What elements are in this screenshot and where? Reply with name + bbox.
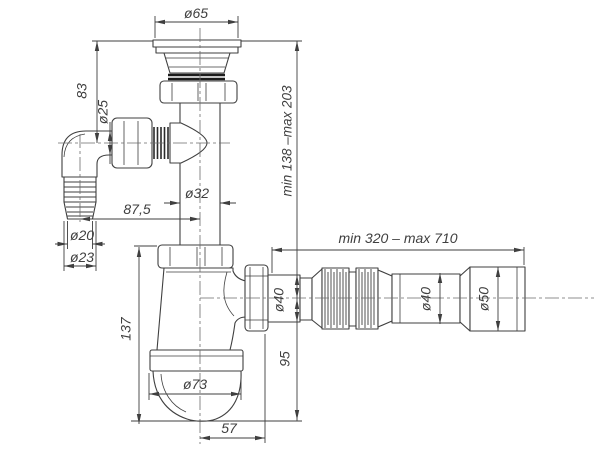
dim-label-dia25: ø25 [95,100,111,124]
dimension-lines [55,16,525,443]
dim-label-h137: 137 [118,316,134,341]
dim-label-offset57: 57 [221,420,238,436]
flex-pipe-cuff [267,268,323,329]
flex-pipe-smooth-section [391,273,461,324]
dim-label-length-range: min 320 – max 710 [338,230,457,246]
trap-body [156,267,247,351]
dimension-labels: ø65 83 ø25 min 138 –max 203 ø32 87,5 ø20… [70,5,492,436]
side-inlet-elbow [61,130,113,178]
dim-label-dia40-outlet: ø40 [271,288,287,312]
trap-bottom-ring [149,349,244,372]
dim-label-dia40-flex: ø40 [418,287,434,311]
dim-label-dia73: ø73 [183,376,207,392]
flex-pipe-corrugation [321,267,393,330]
top-union-nut [159,80,238,104]
dim-label-dia20: ø20 [70,227,94,243]
flex-pipe-end-adapter [459,266,526,332]
dim-label-offset87: 87,5 [123,201,150,217]
dim-label-dia65: ø65 [184,5,208,21]
dim-label-height-range: min 138 –max 203 [280,85,295,197]
dim-label-h95: 95 [277,351,293,367]
dim-label-dia32: ø32 [185,185,209,201]
dim-label-dia50: ø50 [476,287,492,311]
sink-strainer-flange [152,39,242,81]
trap-union-nut [157,244,234,269]
centerlines [58,28,594,444]
dim-label-dia23: ø23 [70,249,94,265]
dim-label-h83: 83 [74,83,90,99]
